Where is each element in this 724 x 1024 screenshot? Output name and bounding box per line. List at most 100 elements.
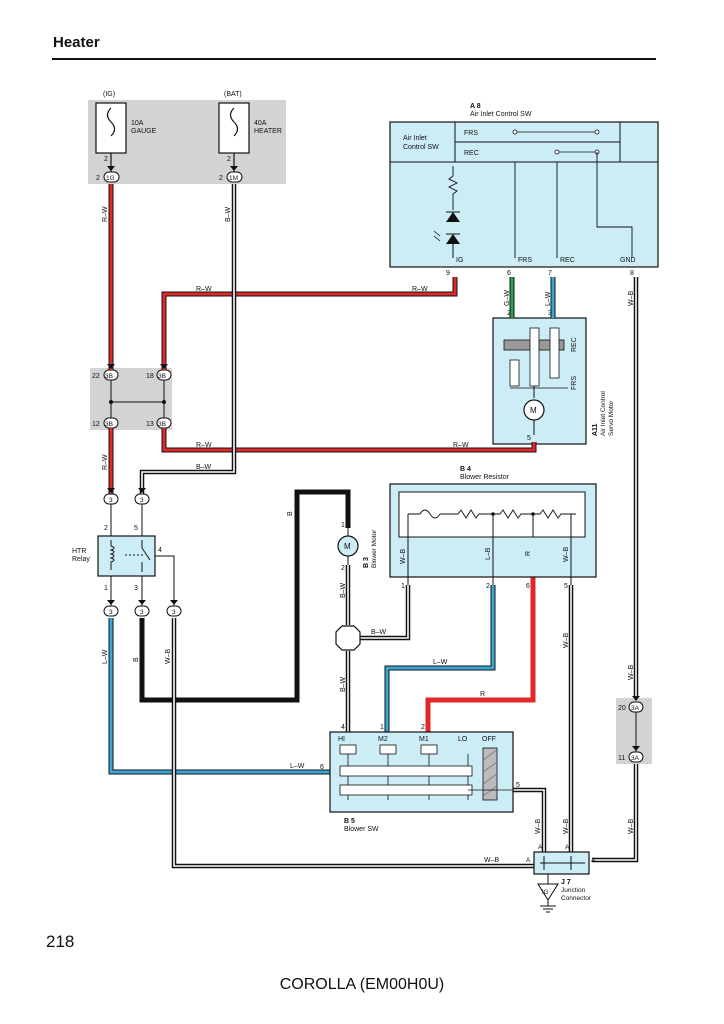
heater-fuse-amp: 40A [254, 120, 267, 127]
heater-fuse [218, 102, 250, 154]
j7-pin-a: A [526, 857, 531, 864]
splice-point [335, 625, 361, 651]
pin-label: 9 [446, 270, 450, 277]
pin-label: 6 [526, 583, 530, 590]
wire-label: B–W [371, 629, 387, 636]
pin-label: 2 [421, 724, 425, 731]
a8-terminal-rec: REC [560, 257, 575, 264]
wire-label: W–B [563, 633, 570, 649]
connector-label: 3A [631, 755, 640, 762]
page-number: 218 [46, 932, 75, 951]
a11-name: Servo Motor [608, 400, 615, 436]
j7-pin-a: A [565, 844, 570, 851]
pin-label: 2 [104, 525, 108, 532]
wire-label: W–B [563, 547, 570, 563]
pin-label: 1 [341, 522, 345, 529]
pin-label: 2 [341, 565, 345, 572]
a8-terminal-ig: IG [456, 257, 463, 264]
b5-id: B 5 [344, 818, 355, 825]
wire-label: R–W [412, 286, 428, 293]
ig-label: (IG) [103, 91, 115, 98]
wire-label: W–B [484, 857, 500, 864]
wire-label: R–W [102, 206, 109, 222]
relay-name: Relay [72, 556, 90, 563]
blower-motor-label: M [344, 542, 351, 551]
wire-label: L–W [102, 649, 109, 664]
connector-label: 3 [109, 497, 113, 504]
a8-id: A 8 [470, 103, 481, 110]
pin-label: 18 [146, 373, 154, 380]
gauge-fuse-amp: 10A [131, 120, 144, 127]
a8-name: Air Inlet Control SW [470, 111, 532, 118]
pin-label: 4 [341, 724, 345, 731]
j7-pin-a: A [591, 857, 596, 864]
a11-motor-label: M [530, 406, 537, 415]
connector-label: 3B [105, 421, 113, 428]
wire-label: W–B [400, 549, 407, 565]
b5-off-label: OFF [482, 736, 496, 743]
b5-hi-label: HI [338, 736, 345, 743]
b5-name: Blower SW [344, 826, 379, 833]
a8-frs-label: FRS [464, 130, 478, 137]
wire-label: W–B [628, 665, 635, 681]
wire-label: W–B [165, 649, 172, 665]
j7-name: Junction [561, 887, 586, 894]
wire-label: R [480, 691, 485, 698]
wire-label: R–W [196, 442, 212, 449]
pin-label: 20 [618, 705, 626, 712]
connector-1m-label: 1M [229, 175, 238, 182]
connector-1m [226, 171, 243, 183]
pin-label: 1 [380, 724, 384, 731]
heater-fuse-name: HEATER [254, 128, 282, 135]
pin-label: 6 [320, 764, 324, 771]
wire-label: W–B [535, 819, 542, 835]
wire-label: B–W [340, 582, 347, 598]
a8-side-label: Air Inlet [403, 135, 427, 142]
connector-label: 3B [158, 373, 166, 380]
junction-3b-connectors [103, 369, 172, 429]
j7-id: J 7 [561, 879, 571, 886]
wire-label: R–W [453, 442, 469, 449]
wire-label: W–B [628, 291, 635, 307]
wire-label: B–W [196, 464, 212, 471]
pin-label: 2 [227, 156, 231, 163]
connector-1g-label: 1G [106, 175, 115, 182]
a8-side-label: Control SW [403, 144, 439, 151]
a8-switch-panel [389, 121, 659, 268]
wire-label: B [287, 511, 294, 516]
wire-label: W–B [563, 819, 570, 835]
connector-label: 3B [158, 421, 166, 428]
wire-label: R–W [196, 286, 212, 293]
pin-label: 22 [92, 373, 100, 380]
j7-pin-a: A [538, 844, 543, 851]
pin-label: 2 [96, 175, 100, 182]
pin-label: 11 [618, 755, 625, 762]
a8-terminal-gnd: GND [620, 257, 636, 264]
gauge-fuse-name: GAUGE [131, 128, 157, 135]
pin-label: 8 [630, 270, 634, 277]
pin-label: 5 [527, 435, 531, 442]
connector-1g [103, 171, 120, 183]
wire-label: G–W [504, 290, 511, 306]
b5-m2-label: M2 [378, 736, 388, 743]
connector-label: 3A [631, 705, 640, 712]
b4-id: B 4 [460, 466, 471, 473]
header-divider [52, 58, 656, 60]
pin-label: 1 [401, 583, 405, 590]
a11-id: A11 [592, 423, 599, 436]
ground-tab-symbol [537, 883, 559, 901]
j7-name: Connector [561, 895, 592, 902]
connector-label: 3 [172, 609, 176, 616]
connector-label: 3B [105, 373, 113, 380]
wire-label: R–W [102, 454, 109, 470]
wire-label: L–B [485, 547, 492, 560]
bat-label: (BAT) [224, 91, 242, 98]
pin-label: 5 [516, 782, 520, 789]
pin-label: 2 [219, 175, 223, 182]
b3-id: B 3 [363, 557, 370, 568]
pin-label: 3 [134, 585, 138, 592]
htr-relay-body [97, 535, 156, 577]
wire-label: L–W [545, 291, 552, 306]
connector-label: 3 [109, 609, 113, 616]
wire-label: W–B [628, 819, 635, 835]
